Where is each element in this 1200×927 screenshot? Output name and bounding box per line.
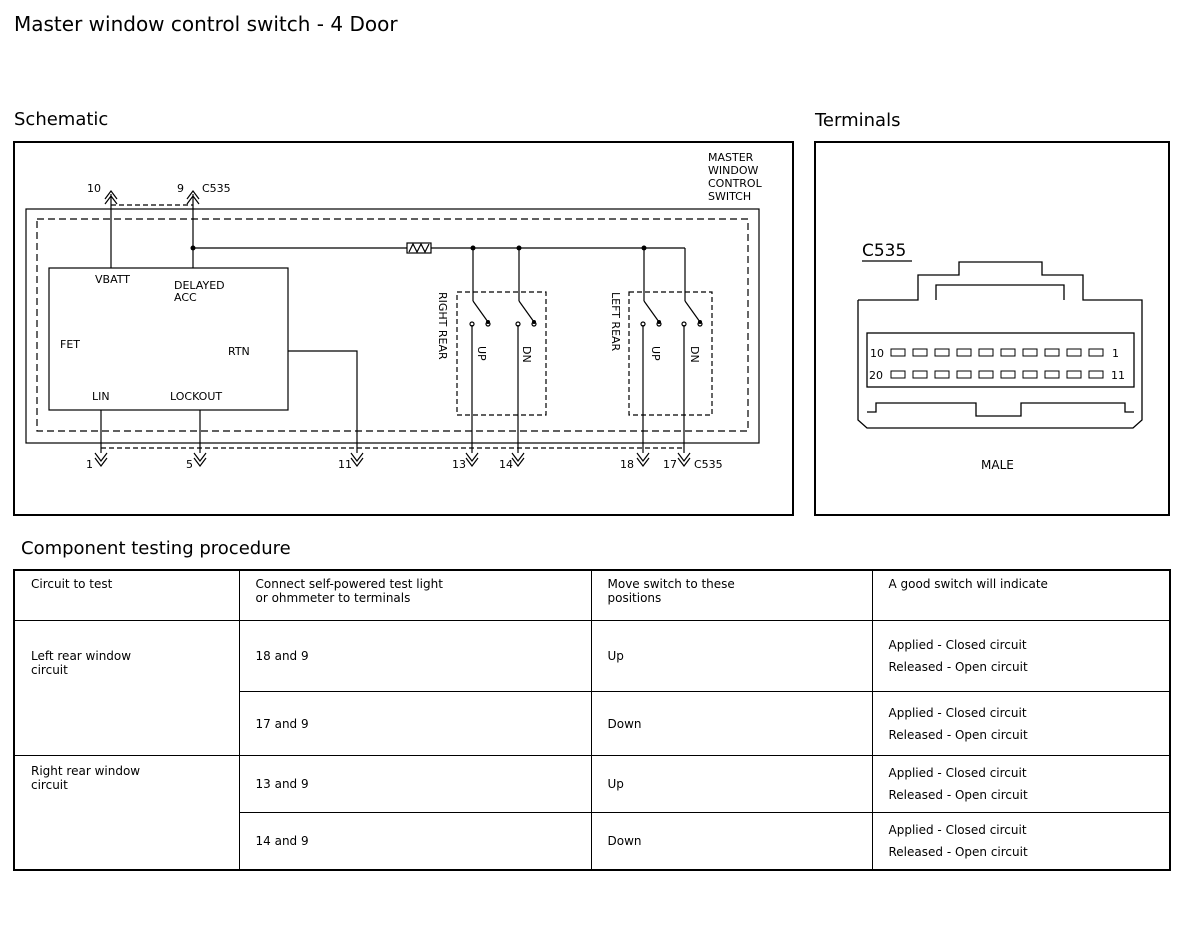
pin-label-18: 18 (620, 458, 634, 471)
left-rear-switch-box (628, 291, 713, 416)
delayed-label: DELAYED (174, 279, 225, 292)
circuit-cell-left-rear: Left rear window circuit (13, 620, 240, 756)
pin-label-11: 11 (338, 458, 352, 471)
header-indicate: A good switch will indicate (871, 569, 1171, 621)
pin-label-14: 14 (499, 458, 513, 471)
left-rear-dn-label: DN (688, 346, 701, 363)
table-row: Right rear window circuit 13 and 9 Up Ap… (13, 755, 1171, 870)
fuse (406, 242, 432, 254)
pin-grid (890, 348, 1104, 379)
vbatt-label: VBATT (95, 273, 130, 286)
pin-1-label: 1 (1112, 347, 1119, 360)
connector-label-top: C535 (202, 182, 231, 195)
terminals-panel: C535 10 1 20 11 MALE (814, 141, 1170, 516)
procedure-heading: Component testing procedure (21, 538, 291, 559)
switch-label-line-4: SWITCH (708, 190, 751, 203)
pin-11-label: 11 (1111, 369, 1125, 382)
schematic-panel: MASTER WINDOW CONTROL SWITCH 10 9 C535 V… (13, 141, 794, 516)
pin-10-label: 10 (870, 347, 884, 360)
connector-label-bottom: C535 (694, 458, 723, 471)
position-cell: Down (590, 812, 873, 870)
position-cell: Up (590, 755, 873, 813)
table-row: Left rear window circuit 18 and 9 Up App… (13, 620, 1171, 756)
right-rear-label: RIGHT REAR (436, 292, 449, 360)
switch-label-line-3: CONTROL (708, 177, 763, 190)
lin-label: LIN (92, 390, 110, 403)
control-module (48, 267, 289, 411)
right-rear-switch-box (456, 291, 547, 416)
switch-label-line-1: MASTER (708, 151, 754, 164)
pin-label-5: 5 (186, 458, 193, 471)
terminals-cell: 13 and 9 (238, 755, 592, 813)
terminals-cell: 17 and 9 (238, 691, 592, 756)
fet-label: FET (60, 338, 80, 351)
schematic-heading: Schematic (14, 109, 109, 130)
terminal-connector-label: C535 (862, 241, 906, 261)
male-label: MALE (981, 458, 1014, 472)
right-rear-dn-label: DN (520, 346, 533, 363)
schematic-diagram: MASTER WINDOW CONTROL SWITCH 10 9 C535 V… (25, 151, 763, 471)
terminals-cell: 14 and 9 (238, 812, 592, 870)
left-rear-up-label: UP (649, 346, 662, 361)
connector-outline (857, 261, 1143, 429)
dashed-boundary (36, 218, 749, 432)
header-terminals: Connect self-powered test light or ohmme… (238, 569, 592, 621)
pin-label-13: 13 (452, 458, 466, 471)
left-rear-label: LEFT REAR (609, 292, 622, 352)
right-rear-up-label: UP (475, 346, 488, 361)
pin-label-9: 9 (177, 182, 184, 195)
pin-label-10: 10 (87, 182, 101, 195)
table-header-row: Circuit to test Connect self-powered tes… (13, 569, 1171, 621)
testing-procedure-table: Circuit to test Connect self-powered tes… (13, 569, 1171, 871)
pin-label-17: 17 (663, 458, 677, 471)
position-cell: Down (590, 691, 873, 756)
connector-face-diagram: C535 10 1 20 11 MALE (857, 241, 1143, 472)
acc-label: ACC (174, 291, 197, 304)
switch-housing (25, 208, 760, 444)
header-positions: Move switch to these positions (590, 569, 873, 621)
position-cell: Up (590, 620, 873, 692)
rtn-label: RTN (228, 345, 250, 358)
header-circuit: Circuit to test (13, 569, 240, 621)
pin-cavity (866, 332, 1135, 388)
pin-label-1: 1 (86, 458, 93, 471)
switch-label-line-2: WINDOW (708, 164, 758, 177)
lockout-label: LOCKOUT (170, 390, 222, 403)
terminals-heading: Terminals (815, 110, 901, 131)
circuit-cell-right-rear: Right rear window circuit (13, 755, 240, 870)
terminals-cell: 18 and 9 (238, 620, 592, 692)
pin-20-label: 20 (869, 369, 883, 382)
page-title: Master window control switch - 4 Door (14, 12, 398, 36)
